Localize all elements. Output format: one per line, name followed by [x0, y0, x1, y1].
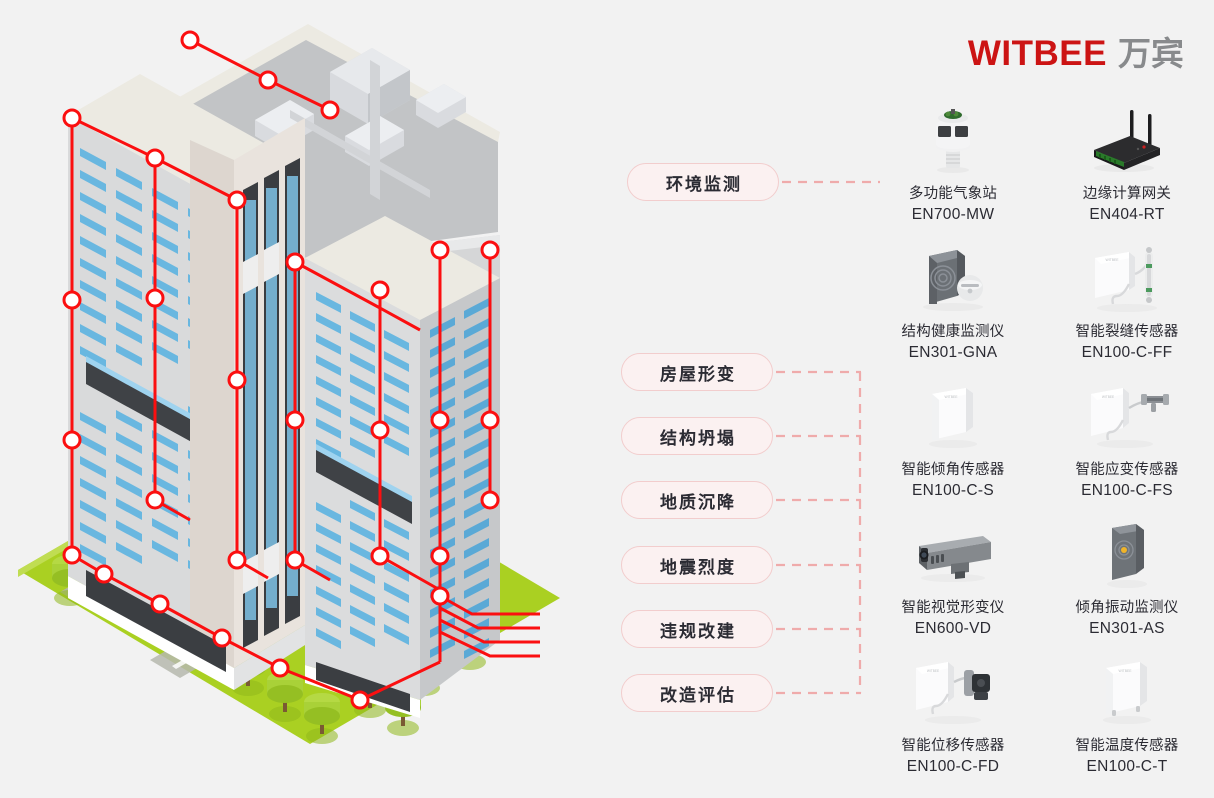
product-name: 多功能气象站	[908, 186, 998, 202]
temperature-sensor-icon: WITBEE	[1094, 656, 1160, 728]
product-name: 智能温度传感器	[1075, 738, 1179, 754]
product-card-weather-station[interactable]: 多功能气象站 EN700-MW	[866, 104, 1040, 224]
product-model: EN100-C-S	[912, 482, 994, 499]
product-model: EN700-MW	[911, 206, 995, 223]
category-label: 房屋形变	[660, 364, 736, 385]
product-name: 智能裂缝传感器	[1075, 324, 1179, 340]
product-card-edge-gateway[interactable]: 边缘计算网关 EN404-RT	[1040, 104, 1214, 224]
product-name: 智能视觉形变仪	[901, 600, 1005, 616]
brand-name-en: WITBEE	[967, 34, 1107, 73]
product-name: 智能倾角传感器	[901, 462, 1005, 478]
product-model: EN404-RT	[1089, 206, 1165, 223]
sensor-nodes	[62, 30, 500, 710]
category-pill-renovation-assessment[interactable]: 改造评估	[621, 674, 773, 712]
product-model: EN600-VD	[914, 620, 992, 637]
roof-equipment	[255, 48, 466, 200]
category-pill-building-deformation[interactable]: 房屋形变	[621, 353, 773, 391]
category-pill-geological-subsidence[interactable]: 地质沉降	[621, 481, 773, 519]
svg-text:WITBEE: WITBEE	[1119, 669, 1133, 673]
category-label: 地震烈度	[660, 557, 736, 578]
brand-name-cn: 万宾	[1118, 34, 1184, 73]
edge-gateway-icon	[1086, 104, 1168, 176]
product-name: 结构健康监测仪	[901, 324, 1005, 340]
product-row: 智能结构诊断器 EN300-G WITBEE	[866, 794, 1214, 798]
category-label: 违规改建	[660, 621, 736, 642]
displacement-sensor-icon: WITBEE	[906, 656, 1000, 728]
product-row: WITBEE 智能位移传感器 EN100-C-FD	[866, 656, 1214, 776]
product-model: EN100-C-T	[1086, 758, 1168, 775]
svg-text:WITBEE: WITBEE	[1106, 258, 1120, 262]
product-model: EN301-GNA	[908, 344, 998, 361]
category-label: 地质沉降	[660, 492, 736, 513]
product-card-displacement-sensor[interactable]: WITBEE 智能位移传感器 EN100-C-FD	[866, 656, 1040, 776]
svg-text:WITBEE: WITBEE	[1102, 395, 1114, 399]
visual-deformation-camera-icon	[905, 518, 1001, 590]
product-card-visual-deformation-camera[interactable]: 智能视觉形变仪 EN600-VD	[866, 518, 1040, 638]
product-model: EN301-AS	[1089, 620, 1165, 637]
building-illustration	[18, 24, 560, 744]
product-card-crack-sensor[interactable]: WITBEE 智能裂缝传感器 EN100-C-FF	[1040, 242, 1214, 362]
product-row: WITBEE 智能倾角传感器 EN100-C-S WITBEE	[866, 380, 1214, 500]
strain-sensor-icon: WITBEE	[1081, 380, 1173, 452]
svg-text:WITBEE: WITBEE	[945, 395, 959, 399]
product-card-temperature-sensor[interactable]: WITBEE 智能温度传感器 EN100-C-T	[1040, 656, 1214, 776]
acceleration-monitor-icon: WITBEE	[1084, 794, 1170, 798]
category-pill-structural-collapse[interactable]: 结构坍塌	[621, 417, 773, 455]
category-label: 环境监测	[666, 174, 742, 195]
category-pill-illegal-renovation[interactable]: 违规改建	[621, 610, 773, 648]
product-card-tilt-vibration-monitor[interactable]: 倾角振动监测仪 EN301-AS	[1040, 518, 1214, 638]
product-model: EN100-C-FF	[1081, 344, 1173, 361]
product-row: 结构健康监测仪 EN301-GNA WITBEE	[866, 242, 1214, 362]
building-mass	[68, 24, 500, 718]
product-model: EN100-C-FS	[1081, 482, 1173, 499]
category-label: 改造评估	[660, 685, 736, 706]
crack-sensor-icon: WITBEE	[1083, 242, 1171, 314]
product-card-structural-health-monitor[interactable]: 结构健康监测仪 EN301-GNA	[866, 242, 1040, 362]
tilt-vibration-monitor-icon	[1098, 518, 1156, 590]
product-card-strain-sensor[interactable]: WITBEE 智能应变传感器 EN100-C-FS	[1040, 380, 1214, 500]
product-name: 边缘计算网关	[1082, 186, 1172, 202]
product-card-tilt-sensor[interactable]: WITBEE 智能倾角传感器 EN100-C-S	[866, 380, 1040, 500]
product-row: 智能视觉形变仪 EN600-VD 倾角振动监测仪	[866, 518, 1214, 638]
tilt-sensor-icon: WITBEE	[920, 380, 986, 452]
product-name: 智能位移传感器	[901, 738, 1005, 754]
product-name: 倾角振动监测仪	[1075, 600, 1179, 616]
product-card-structure-diagnostor[interactable]: 智能结构诊断器 EN300-G	[866, 794, 1040, 798]
category-label: 结构坍塌	[660, 428, 736, 449]
category-pill-seismic-intensity[interactable]: 地震烈度	[621, 546, 773, 584]
weather-station-icon	[923, 104, 983, 176]
brand-logo: WITBEE 万宾	[968, 27, 1184, 75]
category-pill-environment-monitoring[interactable]: 环境监测	[627, 163, 779, 201]
svg-text:WITBEE: WITBEE	[927, 669, 939, 673]
elevator-shafts	[243, 158, 300, 648]
product-row: 多功能气象站 EN700-MW	[866, 104, 1214, 224]
product-name: 智能应变传感器	[1075, 462, 1179, 478]
structural-health-monitor-icon	[911, 242, 995, 314]
product-card-acceleration-monitor[interactable]: WITBEE 智能加速度监测仪 EN302-XYZ	[1040, 794, 1214, 798]
product-model: EN100-C-FD	[906, 758, 1000, 775]
structure-diagnostor-icon	[922, 794, 984, 798]
product-grid: 多功能气象站 EN700-MW	[866, 104, 1214, 798]
